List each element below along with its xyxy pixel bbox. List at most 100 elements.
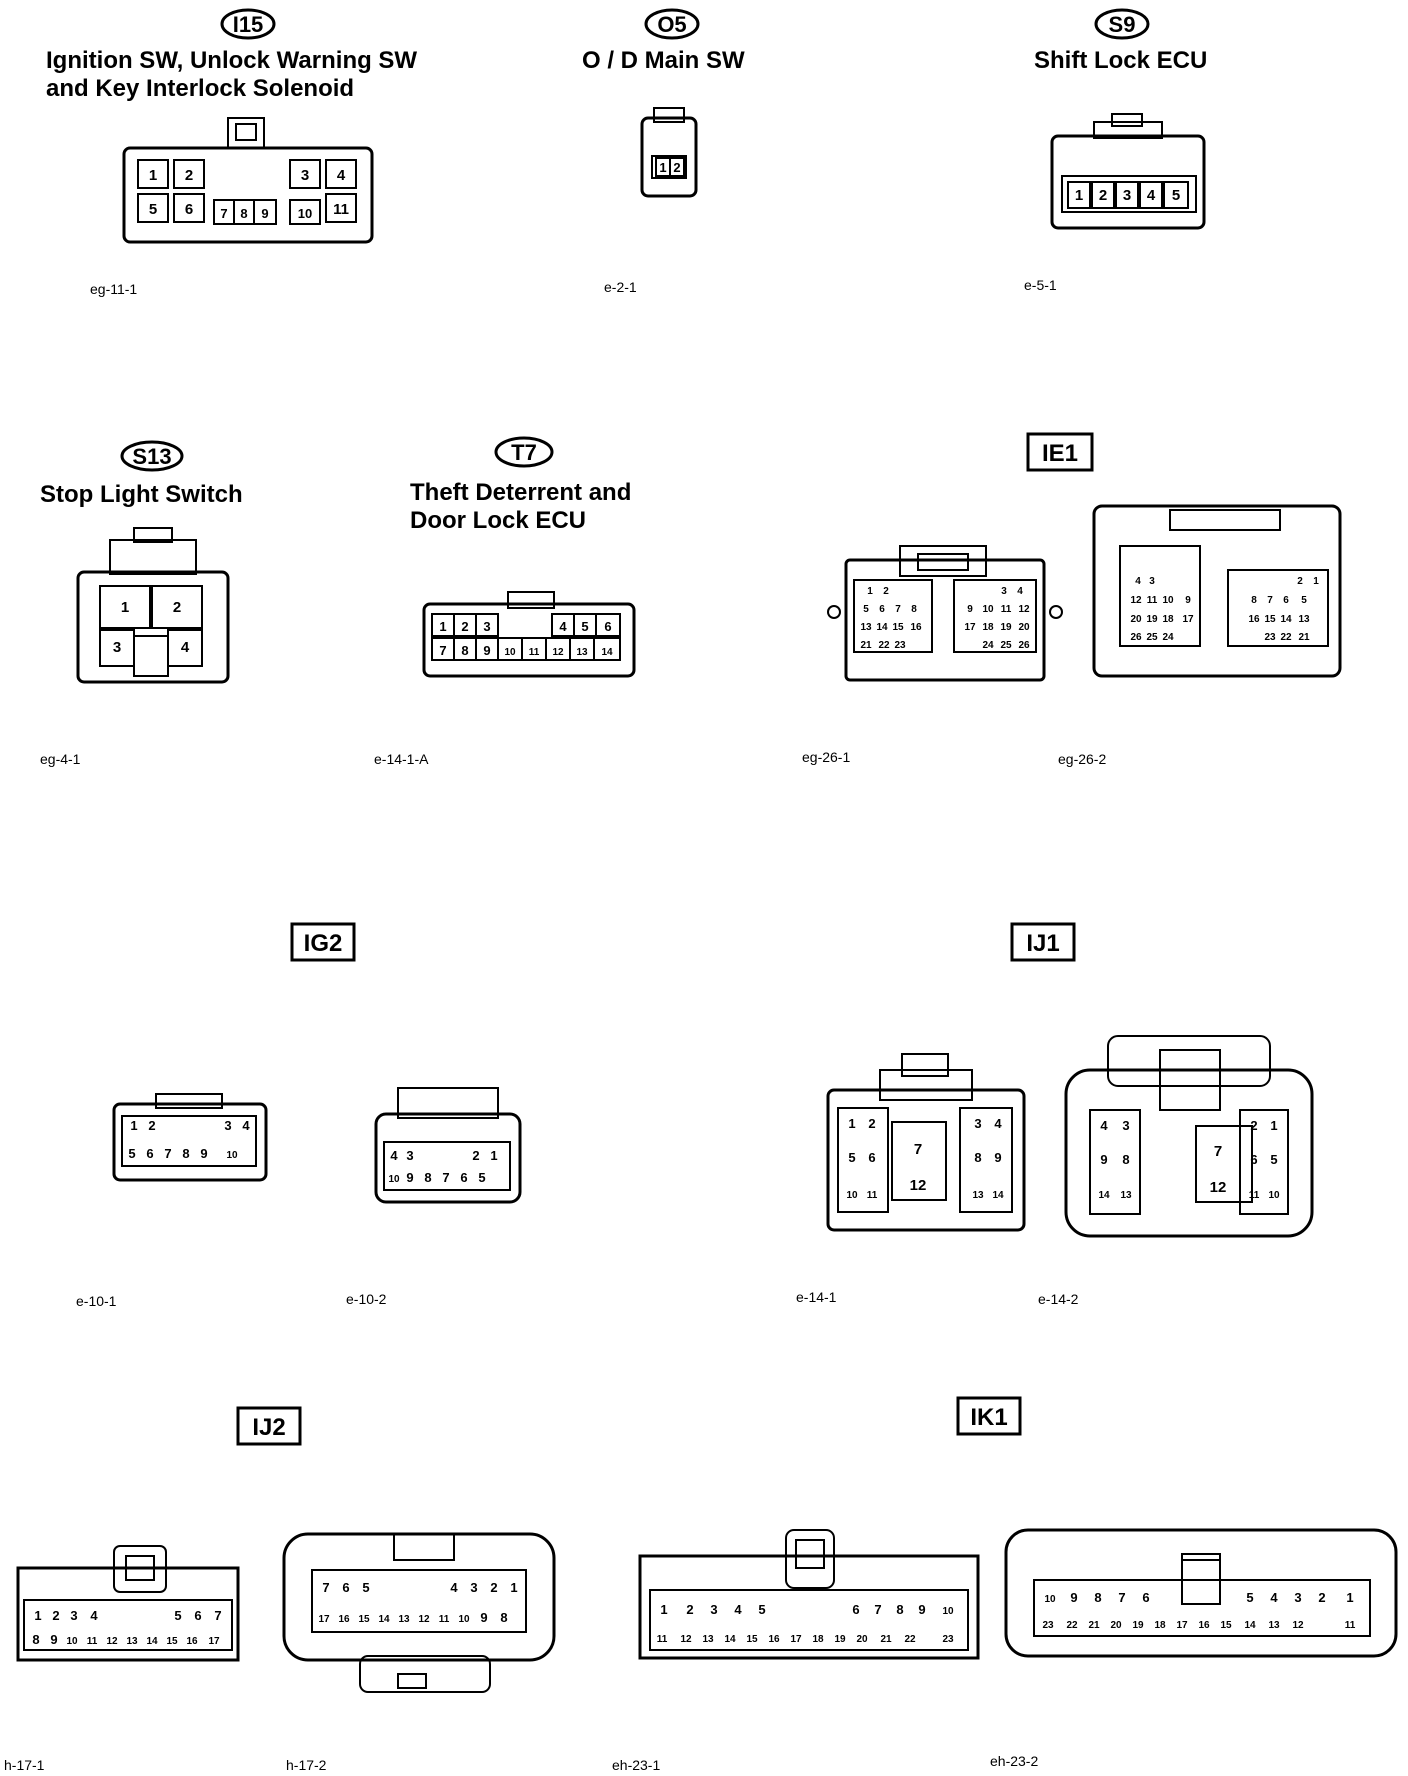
svg-text:18: 18: [812, 1634, 824, 1645]
diagram-code-2: e-10-2: [346, 1291, 387, 1307]
svg-text:8: 8: [461, 643, 468, 658]
connector-id: IJ2: [252, 1414, 285, 1441]
svg-text:2: 2: [883, 586, 889, 597]
svg-text:5: 5: [362, 1580, 369, 1595]
svg-text:6: 6: [1142, 1590, 1149, 1605]
svg-text:1: 1: [659, 160, 666, 175]
svg-text:16: 16: [768, 1634, 780, 1645]
svg-text:20: 20: [1130, 614, 1142, 625]
svg-text:1: 1: [149, 167, 157, 184]
svg-text:16: 16: [1248, 614, 1260, 625]
connector-face: 1 2 3 4 5 6 7 8 9 10 11: [122, 117, 374, 244]
svg-text:2: 2: [1297, 576, 1303, 587]
svg-text:4: 4: [1135, 576, 1141, 587]
svg-text:6: 6: [342, 1580, 349, 1595]
svg-text:16: 16: [1198, 1620, 1210, 1631]
svg-text:12: 12: [910, 1177, 927, 1194]
svg-text:10: 10: [846, 1190, 858, 1201]
svg-text:17: 17: [964, 622, 976, 633]
diagram-code: e-5-1: [1024, 277, 1057, 293]
oval-badge: [220, 8, 276, 40]
svg-text:2: 2: [52, 1608, 59, 1623]
svg-text:5: 5: [1246, 1590, 1253, 1605]
svg-text:12: 12: [418, 1614, 430, 1625]
svg-text:8: 8: [424, 1170, 431, 1185]
svg-text:1: 1: [121, 599, 129, 616]
svg-text:26: 26: [1018, 640, 1030, 651]
svg-text:19: 19: [834, 1634, 846, 1645]
svg-text:10: 10: [1268, 1190, 1280, 1201]
diagram-code-1: eg-26-1: [802, 749, 850, 765]
svg-text:9: 9: [918, 1602, 925, 1617]
svg-text:14: 14: [992, 1190, 1004, 1201]
diagram-code: e-2-1: [604, 279, 637, 295]
svg-text:11: 11: [1249, 1190, 1260, 1201]
svg-text:16: 16: [338, 1614, 350, 1625]
diagram-code: eg-4-1: [40, 751, 81, 767]
svg-text:8: 8: [974, 1150, 981, 1165]
svg-text:11: 11: [1001, 604, 1012, 615]
svg-text:5: 5: [581, 619, 588, 634]
svg-text:11: 11: [1147, 595, 1158, 606]
svg-text:20: 20: [1110, 1620, 1122, 1631]
svg-text:21: 21: [880, 1634, 892, 1645]
svg-text:4: 4: [390, 1148, 398, 1163]
svg-text:14: 14: [601, 647, 613, 658]
diagram-code: e-14-1-A: [374, 751, 429, 767]
svg-text:2: 2: [673, 160, 680, 175]
svg-text:9: 9: [200, 1146, 207, 1161]
svg-text:17: 17: [1176, 1620, 1188, 1631]
svg-text:7: 7: [214, 1608, 221, 1623]
svg-text:18: 18: [982, 622, 994, 633]
svg-text:1: 1: [1075, 187, 1083, 204]
connector-id: S9: [1109, 12, 1136, 37]
svg-text:14: 14: [724, 1634, 736, 1645]
svg-text:18: 18: [1154, 1620, 1166, 1631]
svg-text:10: 10: [66, 1636, 78, 1647]
svg-text:3: 3: [1149, 576, 1155, 587]
svg-text:3: 3: [70, 1608, 77, 1623]
svg-text:7: 7: [914, 1141, 922, 1158]
svg-text:5: 5: [848, 1150, 855, 1165]
svg-text:5: 5: [758, 1602, 765, 1617]
svg-text:23: 23: [1264, 632, 1276, 643]
svg-text:2: 2: [1318, 1590, 1325, 1605]
svg-text:12: 12: [680, 1634, 692, 1645]
svg-text:3: 3: [710, 1602, 717, 1617]
svg-text:12: 12: [1018, 604, 1030, 615]
svg-text:9: 9: [1185, 595, 1191, 606]
svg-text:7: 7: [1118, 1590, 1125, 1605]
svg-text:7: 7: [164, 1146, 171, 1161]
svg-text:3: 3: [406, 1148, 413, 1163]
svg-text:24: 24: [1162, 632, 1174, 643]
connector-title-line1: O / D Main SW: [582, 47, 745, 74]
svg-text:4: 4: [994, 1116, 1002, 1131]
svg-text:5: 5: [128, 1146, 135, 1161]
connector-i15: I15 Ignition SW, Unlock Warning SW and K…: [46, 8, 417, 297]
svg-text:12: 12: [106, 1636, 118, 1647]
svg-text:6: 6: [460, 1170, 467, 1185]
svg-text:26: 26: [1130, 632, 1142, 643]
svg-text:9: 9: [483, 643, 490, 658]
svg-text:5: 5: [863, 604, 869, 615]
svg-text:20: 20: [856, 1634, 868, 1645]
svg-text:22: 22: [878, 640, 890, 651]
diagram-code-1: h-17-1: [4, 1757, 45, 1773]
svg-text:4: 4: [559, 619, 567, 634]
svg-text:9: 9: [50, 1632, 57, 1647]
svg-text:1: 1: [867, 586, 873, 597]
svg-text:9: 9: [406, 1170, 413, 1185]
svg-text:3: 3: [1001, 586, 1007, 597]
diagram-code-1: e-14-1: [796, 1289, 837, 1305]
svg-text:10: 10: [458, 1614, 470, 1625]
svg-text:15: 15: [746, 1634, 758, 1645]
connector-title-line1: Shift Lock ECU: [1034, 47, 1207, 74]
svg-text:5: 5: [149, 201, 157, 218]
svg-text:10: 10: [942, 1606, 954, 1617]
svg-text:17: 17: [208, 1636, 220, 1647]
svg-text:6: 6: [194, 1608, 201, 1623]
